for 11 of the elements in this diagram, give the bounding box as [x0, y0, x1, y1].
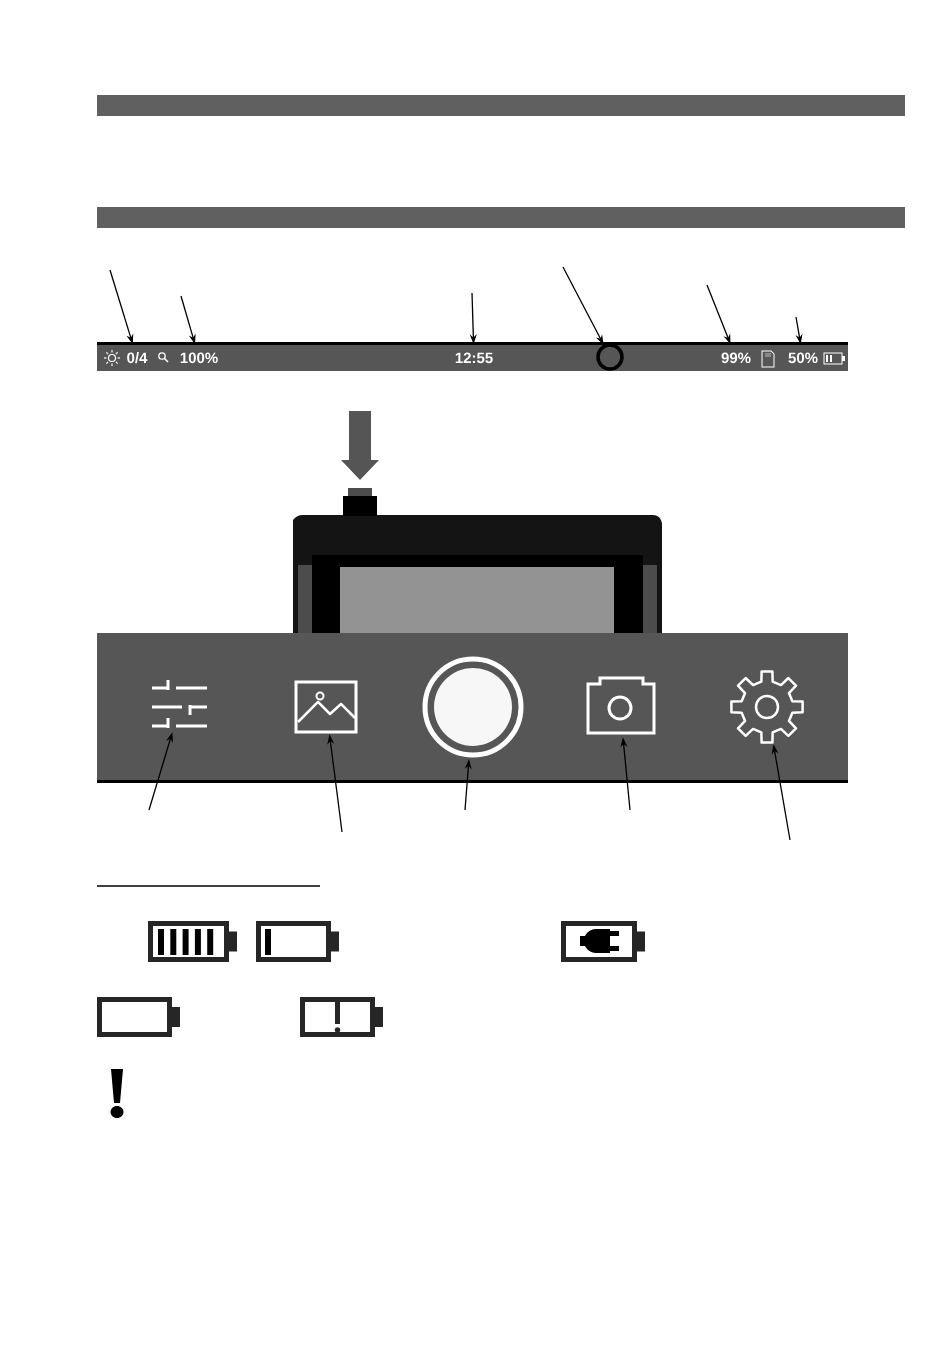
- gallery-icon: [294, 680, 358, 734]
- status-text: 100%: [180, 352, 218, 364]
- settings-icon: [730, 670, 804, 744]
- camera-icon: [586, 676, 656, 735]
- record-indicator: [596, 343, 624, 371]
- shutter-button: [422, 656, 524, 758]
- status-text: 99%: [721, 352, 751, 364]
- sliders-icon: [150, 680, 209, 728]
- status-text: 50%: [788, 352, 818, 364]
- status-text: 12:55: [455, 352, 493, 364]
- status-text: 0/4: [127, 352, 148, 364]
